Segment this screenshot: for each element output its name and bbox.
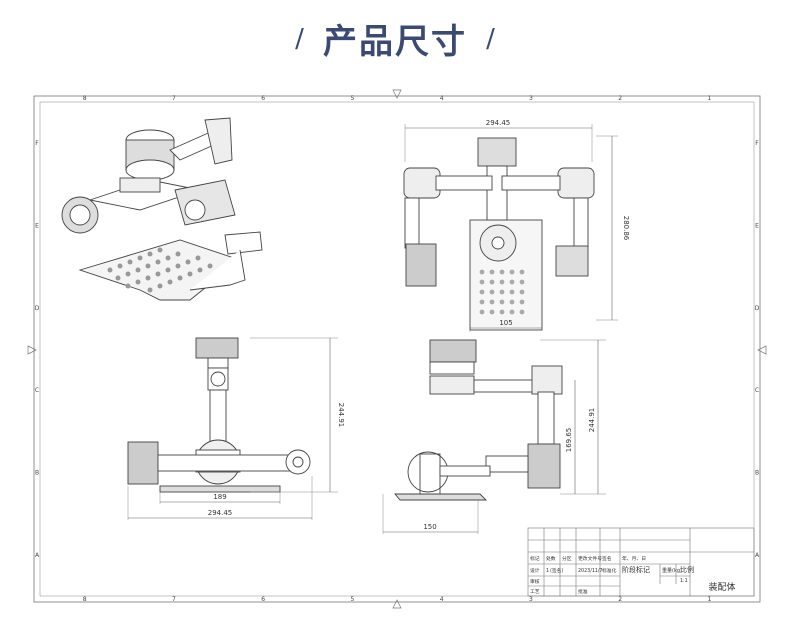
col-label-bottom: 7 — [172, 596, 176, 603]
dim-front-height: 244.91 — [337, 403, 345, 428]
row-label-left: B — [35, 470, 39, 477]
dim-side-height2: 244.91 — [588, 408, 596, 433]
col-label-bottom: 4 — [440, 596, 444, 603]
tb-r1-2: 分区 — [562, 555, 572, 562]
tb-r2-0: 设计 — [530, 567, 540, 574]
row-label-right: F — [755, 140, 759, 147]
title-block — [527, 527, 755, 597]
tb-r2-7: 比例 — [680, 565, 694, 574]
col-label-bottom: 3 — [529, 596, 533, 603]
row-label-right: B — [755, 470, 759, 477]
column-labels-bottom: 8 7 6 5 4 3 2 1 — [83, 596, 712, 603]
col-label-bottom: 2 — [618, 596, 622, 603]
tb-r1-0: 标记 — [530, 555, 540, 562]
page-title: / 产品尺寸 / — [0, 14, 790, 63]
title-text: 产品尺寸 — [323, 22, 467, 62]
column-labels-top: 8 7 6 5 4 3 2 1 — [83, 95, 712, 102]
col-label-top: 5 — [350, 95, 354, 102]
tb-r4-1: 批准 — [578, 588, 588, 595]
tb-r3-0: 审核 — [530, 578, 540, 585]
tb-r1-4: 签名 — [602, 555, 612, 562]
inner-frame — [39, 101, 755, 597]
col-label-top: 8 — [83, 95, 87, 102]
tb-r2-1: 1 — [546, 568, 549, 574]
dim-front-width: 294.45 — [208, 509, 233, 517]
tb-r2-3: 2023/11/7 — [578, 568, 603, 574]
row-label-left: D — [35, 305, 40, 312]
col-label-top: 3 — [529, 95, 533, 102]
dim-side-height1: 169.65 — [565, 428, 573, 453]
row-label-right: E — [755, 223, 759, 230]
tb-part-name: 装配体 — [708, 581, 735, 593]
tb-r2-5: 阶段标记 — [622, 565, 650, 574]
col-label-bottom: 1 — [707, 596, 711, 603]
col-label-top: 6 — [261, 95, 265, 102]
isometric-view — [61, 117, 263, 301]
row-label-left: E — [35, 223, 39, 230]
row-label-right: C — [755, 387, 759, 394]
side-view — [382, 339, 606, 534]
col-label-bottom: 6 — [261, 596, 265, 603]
tb-r2-4: 标准化 — [602, 567, 617, 574]
row-label-left: F — [35, 140, 39, 147]
dim-top-width: 294.45 — [486, 119, 511, 127]
tb-r1-1: 处数 — [546, 555, 556, 562]
row-labels-left: F E D C B A — [35, 140, 40, 559]
tb-r2-6: 重量(kg) — [662, 567, 682, 574]
col-label-top: 4 — [440, 95, 444, 102]
col-label-bottom: 5 — [350, 596, 354, 603]
row-labels-right: F E D C B A — [755, 140, 760, 559]
row-label-right: A — [755, 552, 760, 559]
dim-top-plate: 105 — [499, 319, 512, 327]
dim-top-height: 280.86 — [622, 216, 630, 241]
tb-r1-5: 年、月、日 — [622, 555, 646, 562]
col-label-top: 2 — [618, 95, 622, 102]
dim-front-inner: 189 — [213, 493, 226, 501]
top-view — [403, 124, 618, 332]
dim-side-width: 150 — [423, 523, 436, 531]
row-label-left: C — [35, 387, 39, 394]
tb-r1-3: 更改文件号 — [578, 555, 602, 562]
title-right-slash: / — [486, 23, 495, 54]
title-left-slash: / — [295, 23, 304, 54]
front-view — [127, 337, 338, 520]
tb-scale: 1:1 — [680, 578, 688, 584]
row-label-right: D — [755, 305, 760, 312]
center-marks — [27, 89, 767, 609]
row-label-left: A — [35, 552, 40, 559]
tb-r2-2: (签名) — [550, 567, 563, 574]
col-label-top: 7 — [172, 95, 176, 102]
tb-r4-0: 工艺 — [530, 589, 540, 595]
col-label-bottom: 8 — [83, 596, 87, 603]
col-label-top: 1 — [707, 95, 711, 102]
